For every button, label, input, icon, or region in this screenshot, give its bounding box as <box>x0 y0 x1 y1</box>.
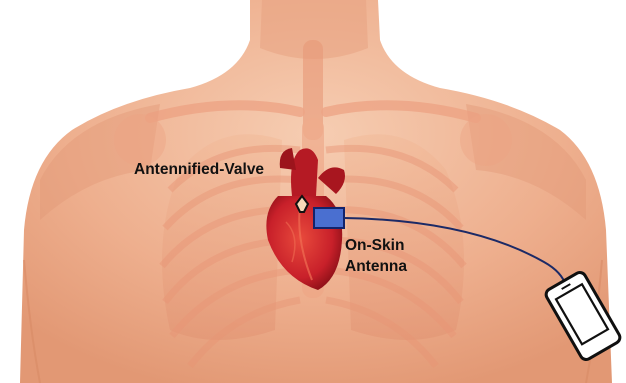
antenna-patch-icon <box>314 208 344 228</box>
antennified-valve-label: Antennified-Valve <box>134 160 264 180</box>
on-skin-antenna-label-line1: On-Skin <box>345 236 404 256</box>
on-skin-antenna-label-line2: Antenna <box>345 257 407 277</box>
